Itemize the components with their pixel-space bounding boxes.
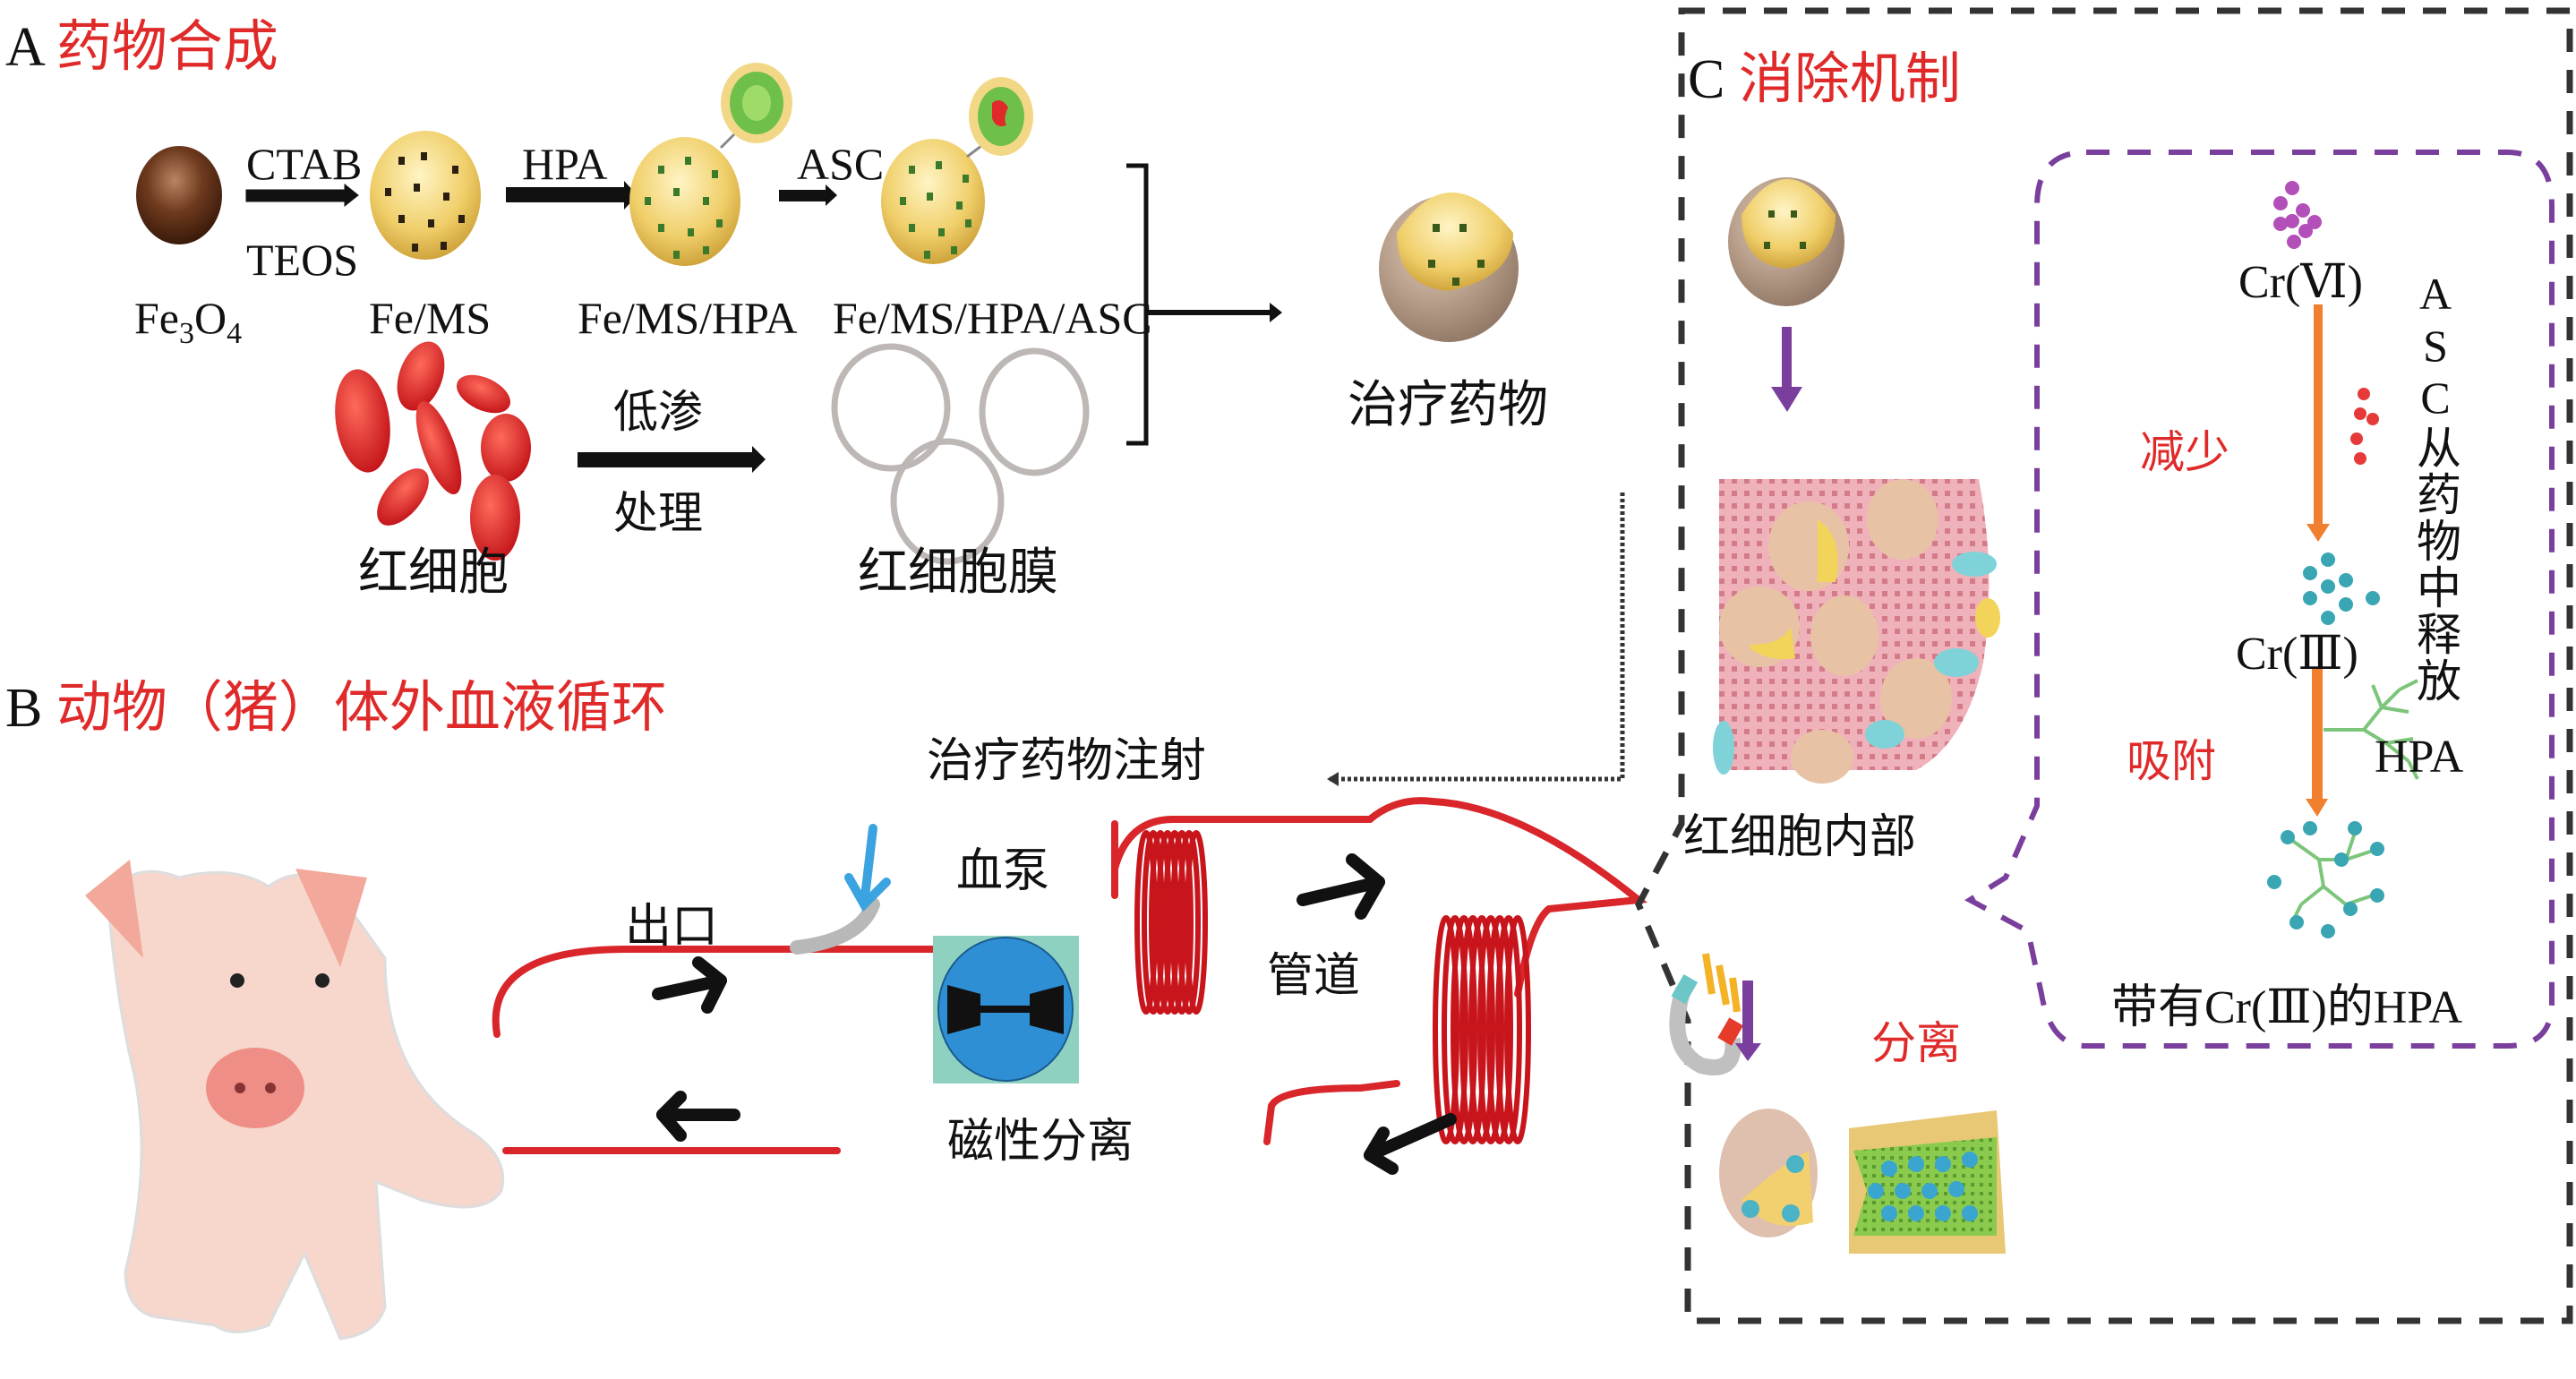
- label-rbc-membrane: 红细胞膜: [858, 545, 1058, 601]
- panel-b-letter: B: [5, 678, 43, 739]
- panel-c-title: C 消除机制: [1688, 52, 1961, 107]
- fe-ms-hpa-asc-particle: [881, 77, 1033, 264]
- tubing-coil-1: [1134, 830, 1208, 1015]
- label-asc-release: ASC从药物中释放: [2410, 269, 2460, 704]
- panel-c-letter: C: [1688, 49, 1725, 110]
- reagent-teos: TEOS: [246, 235, 358, 285]
- panel-c-frame: [1635, 7, 2573, 1324]
- pig-image: [85, 860, 505, 1340]
- asc-ions: [2350, 388, 2379, 465]
- arrow-ctab: [245, 183, 359, 208]
- label-fe3o4: Fe3O4: [134, 296, 242, 349]
- separation-image: [1719, 1109, 2006, 1254]
- label-hpa-with-cr3: 带有Cr(Ⅲ)的HPA: [2111, 982, 2463, 1033]
- red-blood-cells: [335, 341, 531, 561]
- rbc-membranes: [831, 343, 1090, 565]
- arrow-hypotonic: [578, 446, 766, 473]
- panel-c-heading: 消除机制: [1738, 49, 1961, 110]
- reagent-asc: ASC: [797, 139, 885, 189]
- label-separation: 分离: [1871, 1018, 1961, 1068]
- treatment-drug-particle: [1379, 193, 1519, 342]
- blood-tubing: [492, 797, 1648, 1154]
- cr3-ions: [2303, 552, 2380, 625]
- label-blood-pump: 血泵: [956, 846, 1050, 897]
- arrow-down-separation: [1735, 981, 1761, 1061]
- merge-bracket: [1126, 163, 1149, 446]
- fe3o4-fe: Fe: [134, 293, 179, 343]
- drug-particle-c: [1728, 177, 1844, 306]
- arrow-adsorb: [2306, 667, 2328, 817]
- hpa-dendrimer-icon: [2324, 679, 2419, 780]
- label-reduce: 减少: [2140, 427, 2229, 477]
- fe-ms-hpa-particle: [629, 63, 792, 266]
- label-rbc: 红细胞: [358, 545, 509, 601]
- label-rbc-interior: 红细胞内部: [1683, 812, 1917, 863]
- reagent-ctab: CTAB: [246, 139, 363, 189]
- tubing-coil-2: [1433, 915, 1531, 1144]
- fe3o4-sub3: 3: [179, 317, 194, 350]
- label-cr6: Cr(Ⅵ): [2238, 257, 2363, 308]
- rbc-interior-image: [1713, 479, 2000, 784]
- injection-connector: [1330, 492, 1625, 782]
- cr6-ions: [2273, 181, 2322, 249]
- label-treatment-drug: 治疗药物: [1348, 378, 1548, 433]
- arrow-reduce: [2306, 304, 2330, 542]
- fe3o4-sub4: 4: [227, 317, 243, 350]
- label-fe-ms-hpa-asc: Fe/MS/HPA/ASC: [833, 293, 1152, 343]
- hpa-with-cr3-icon: [2267, 821, 2384, 938]
- panel-a-letter: A: [5, 17, 43, 78]
- blood-pump-icon: [933, 936, 1079, 1084]
- flow-arrows: [652, 853, 1457, 1175]
- label-injection: 治疗药物注射: [927, 736, 1207, 787]
- panel-a-title: A 药物合成: [5, 20, 278, 75]
- label-fe-ms-hpa: Fe/MS/HPA: [578, 293, 798, 343]
- panel-b-title: B 动物（猪）体外血液循环: [5, 681, 667, 736]
- fe3o4-o: O: [194, 293, 227, 343]
- arrow-down-purple: [1771, 327, 1802, 412]
- arrow-asc: [779, 184, 837, 206]
- mechanism-frame: [1964, 150, 2555, 1049]
- label-cr3: Cr(Ⅲ): [2236, 629, 2358, 680]
- label-hypotonic: 低渗: [613, 387, 703, 437]
- label-tubing: 管道: [1267, 951, 1361, 1002]
- label-outlet: 出口: [625, 902, 719, 953]
- label-magnetic-separation: 磁性分离: [947, 1117, 1134, 1168]
- label-treatment: 处理: [613, 488, 703, 538]
- fe-ms-particle: [370, 131, 481, 260]
- injection-arrow-icon: [844, 824, 891, 912]
- panel-b-heading: 动物（猪）体外血液循环: [56, 678, 667, 739]
- label-adsorb: 吸附: [2127, 736, 2216, 786]
- label-hpa: HPA: [2375, 732, 2464, 783]
- fe3o4-particle: [136, 146, 222, 244]
- panel-a-heading: 药物合成: [56, 17, 278, 78]
- arrow-to-drug: [1148, 303, 1282, 322]
- magnet-icon: [1669, 953, 1743, 1075]
- label-fe-ms: Fe/MS: [369, 293, 492, 343]
- reagent-hpa: HPA: [522, 139, 608, 189]
- outlet-connector: [790, 897, 880, 955]
